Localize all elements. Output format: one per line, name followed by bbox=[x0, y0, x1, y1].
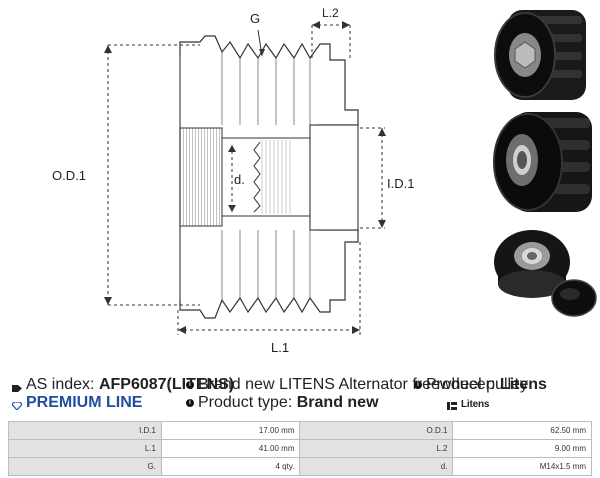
producer-value: Litens bbox=[499, 376, 547, 393]
spec-label: I.D.1 bbox=[8, 421, 162, 440]
table-row: I.D.1 17.00 mm O.D.1 62.50 mm bbox=[8, 421, 592, 440]
litens-logo-icon bbox=[447, 399, 457, 411]
pulley-front-view bbox=[494, 10, 586, 100]
spec-label: L.2 bbox=[299, 439, 454, 458]
knurled-hub bbox=[179, 127, 223, 227]
spec-label: O.D.1 bbox=[299, 421, 454, 440]
product-photos bbox=[493, 10, 597, 317]
spec-table: I.D.1 17.00 mm O.D.1 62.50 mm L.1 41.00 … bbox=[8, 421, 592, 476]
label-id1: I.D.1 bbox=[387, 176, 414, 191]
spec-value: 17.00 mm bbox=[160, 421, 301, 440]
spec-label: G. bbox=[8, 457, 162, 476]
technical-drawing: G L.2 O.D.1 d. I.D.1 L.1 bbox=[52, 6, 414, 355]
label-od1: O.D.1 bbox=[52, 168, 86, 183]
diamond-icon bbox=[11, 399, 23, 412]
producer-label: Producer: bbox=[426, 376, 496, 393]
info-icon: i bbox=[414, 380, 422, 389]
spec-value: 41.00 mm bbox=[160, 439, 301, 458]
product-type-value: Brand new bbox=[296, 394, 379, 411]
shaft-end bbox=[309, 124, 359, 231]
as-index-value: AFP6087(LITENS) bbox=[98, 376, 235, 393]
brand-logo: Litens bbox=[447, 396, 489, 412]
as-index: AS index: AFP6087(LITENS) bbox=[12, 376, 235, 393]
info-row-2: PREMIUM LINE i Product type: Brand new Li… bbox=[0, 394, 600, 412]
spec-value: 62.50 mm bbox=[452, 421, 592, 440]
product-type-label: Product type: bbox=[198, 394, 293, 411]
brand-logo-text: Litens bbox=[461, 399, 490, 410]
table-row: G. 4 qty. d. M14x1.5 mm bbox=[8, 457, 592, 476]
label-l2: L.2 bbox=[322, 6, 339, 20]
product-type: i Product type: Brand new bbox=[186, 394, 379, 411]
thread bbox=[253, 141, 261, 213]
spec-value: 4 qty. bbox=[160, 457, 301, 476]
label-l1: L.1 bbox=[271, 340, 289, 355]
label-d: d. bbox=[234, 172, 245, 187]
pulley-with-cap bbox=[494, 230, 597, 317]
premium-line: PREMIUM LINE bbox=[11, 394, 143, 412]
label-g: G bbox=[250, 11, 260, 26]
spec-label: L.1 bbox=[8, 439, 162, 458]
producer: i Producer: Litens bbox=[414, 376, 547, 393]
pulley-rear-view bbox=[493, 112, 592, 212]
as-index-label: AS index: bbox=[26, 376, 95, 393]
spec-value: 9.00 mm bbox=[452, 439, 592, 458]
spec-label: d. bbox=[299, 457, 454, 476]
premium-line-text: PREMIUM LINE bbox=[26, 394, 143, 411]
info-icon: i bbox=[186, 380, 194, 389]
description-text: Brand new LITENS Alternator freewheel pu… bbox=[198, 376, 528, 393]
info-icon: i bbox=[186, 398, 194, 407]
spec-value: M14x1.5 mm bbox=[452, 457, 592, 476]
tag-icon bbox=[12, 381, 22, 393]
table-row: L.1 41.00 mm L.2 9.00 mm bbox=[8, 439, 592, 458]
